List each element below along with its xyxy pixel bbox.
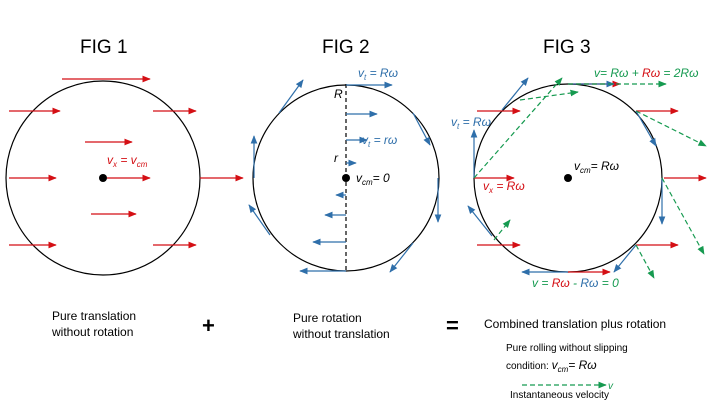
fig3-green-right bbox=[661, 177, 705, 255]
fig1-caption-line2: without rotation bbox=[51, 325, 133, 339]
fig3-blue-upper-right bbox=[635, 110, 657, 147]
legend-symbol: v bbox=[608, 381, 614, 392]
fig3-green-upper-left bbox=[519, 89, 579, 101]
fig3-green-upper-right bbox=[635, 110, 707, 147]
fig3-blue-upper-left bbox=[501, 77, 529, 111]
fig3-instantaneous-arrows bbox=[473, 77, 707, 279]
fig3-label-top: v= Rω + Rω = 2Rω bbox=[594, 66, 698, 80]
fig3-center-dot bbox=[564, 174, 572, 182]
fig3-rotation-arrows bbox=[467, 77, 666, 276]
fig2-title: FIG 2 bbox=[322, 37, 370, 58]
fig3-label-bottom: v = Rω - Rω = 0 bbox=[532, 276, 619, 290]
fig2-label-vt-mid: vt = rω bbox=[362, 133, 397, 149]
rolling-condition: Pure rolling without slipping condition:… bbox=[506, 343, 628, 374]
fig2-label-vcm: vcm= 0 bbox=[356, 171, 390, 187]
fig3-green-left bbox=[473, 77, 563, 179]
condition-line1: Pure rolling without slipping bbox=[506, 343, 628, 354]
fig2-tangent-lower-left bbox=[248, 204, 271, 236]
fig1-translation-arrows bbox=[9, 75, 244, 249]
fig3-translation-arrows bbox=[474, 80, 707, 276]
fig3-caption: Combined translation plus rotation bbox=[484, 317, 666, 331]
fig2-rotation-arrows bbox=[248, 79, 442, 275]
fig1-caption-line1: Pure translation bbox=[52, 309, 136, 323]
fig2: FIG 2 R r vt = Rω vt = rω vcm= 0 Pure ro… bbox=[248, 37, 442, 341]
plus-operator: + bbox=[202, 313, 215, 338]
fig2-tangent-upper-left bbox=[278, 79, 304, 114]
fig3-green-lower-left bbox=[493, 219, 511, 241]
fig3-green-lower-right bbox=[635, 244, 655, 279]
fig3-label-vcm: vcm= Rω bbox=[574, 159, 619, 175]
fig2-caption-line2: without translation bbox=[292, 327, 390, 341]
legend: v Instantaneous velocity bbox=[510, 381, 614, 401]
fig3-label-vx: vx = Rω bbox=[483, 179, 525, 195]
fig3-blue-lower-right bbox=[613, 244, 637, 273]
fig3-title: FIG 3 bbox=[543, 37, 591, 58]
condition-line2: condition: vcm= Rω bbox=[506, 358, 597, 374]
fig3-blue-lower-left bbox=[467, 205, 493, 237]
fig2-label-R: R bbox=[334, 87, 343, 101]
fig1: FIG 1 vx = vcm Pure translation without … bbox=[5, 37, 244, 339]
fig1-title: FIG 1 bbox=[80, 37, 128, 58]
fig2-label-r: r bbox=[334, 151, 339, 165]
legend-label: Instantaneous velocity bbox=[510, 390, 609, 401]
fig2-tangent-upper-right bbox=[412, 112, 431, 146]
fig2-caption-line1: Pure rotation bbox=[293, 311, 362, 325]
fig1-center-dot bbox=[99, 174, 107, 182]
fig3: FIG 3 bbox=[451, 37, 707, 331]
fig2-tangent-lower-right bbox=[389, 242, 414, 273]
equals-operator: = bbox=[446, 313, 459, 338]
fig1-label-vx: vx = vcm bbox=[107, 153, 148, 169]
fig2-label-vt-top: vt = Rω bbox=[358, 66, 398, 82]
fig3-label-vt: vt = Rω bbox=[451, 115, 491, 131]
fig2-center-dot bbox=[342, 174, 350, 182]
